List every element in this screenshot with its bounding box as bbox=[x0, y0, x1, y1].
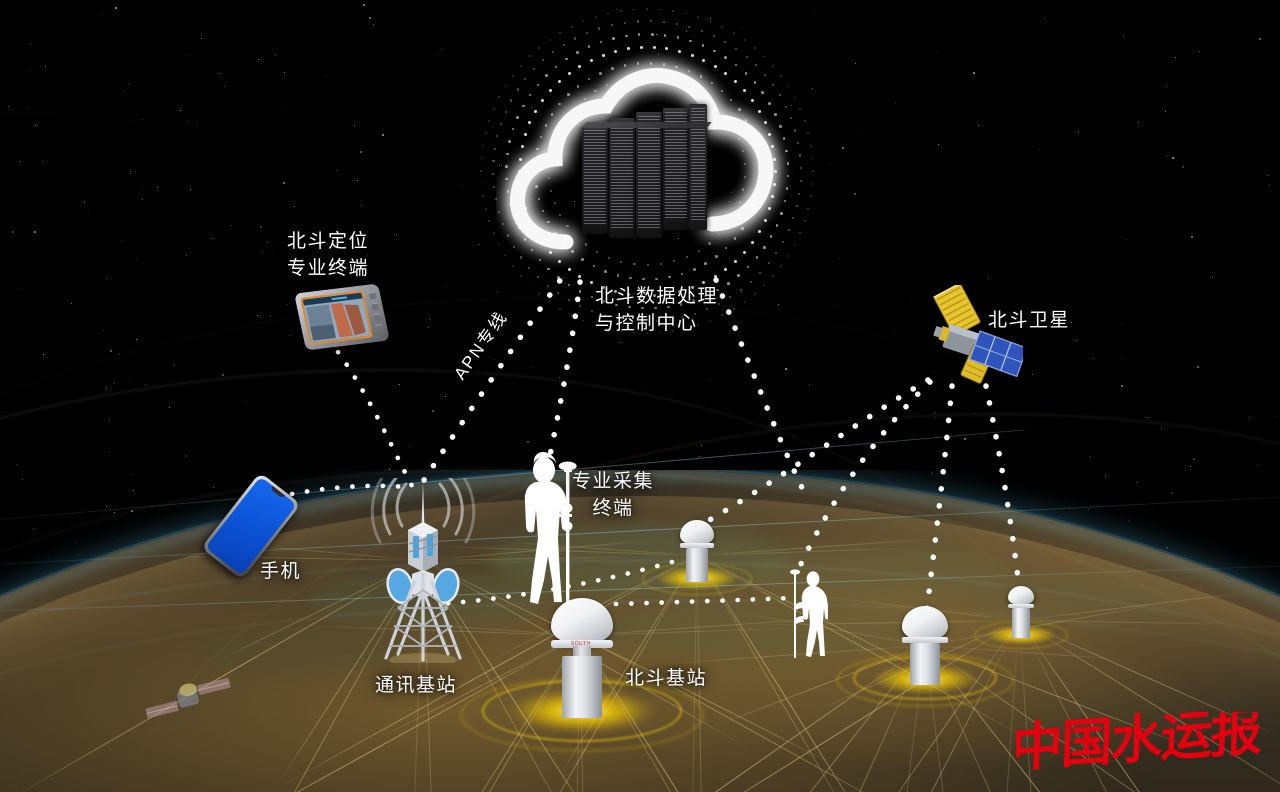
label-collector-line2: 终端 bbox=[572, 495, 654, 522]
satellite-icon bbox=[915, 285, 1023, 395]
gnss-antenna-icon-mid bbox=[893, 606, 957, 684]
orbiting-satellite-icon bbox=[140, 668, 236, 728]
tablet-screen bbox=[303, 293, 371, 343]
label-tablet-line1: 北斗定位 bbox=[287, 228, 369, 255]
gnss-antenna-icon-right bbox=[1001, 586, 1041, 638]
label-satellite: 北斗卫星 bbox=[988, 307, 1070, 334]
cell-tower-icon bbox=[368, 478, 478, 663]
gnss-antenna-icon-left bbox=[672, 520, 722, 582]
label-cloud-line2: 与控制中心 bbox=[595, 310, 718, 337]
gnss-antenna-icon: SOUTH bbox=[540, 598, 624, 718]
label-tablet: 北斗定位 专业终端 bbox=[287, 228, 369, 282]
label-phone: 手机 bbox=[260, 558, 301, 585]
watermark-logo: 中国水运报 bbox=[1016, 712, 1266, 784]
label-cloud-line1: 北斗数据处理 bbox=[595, 283, 718, 310]
label-collector-line1: 专业采集 bbox=[572, 468, 654, 495]
label-comm-station: 通讯基站 bbox=[375, 672, 457, 699]
cloud-icon bbox=[496, 42, 796, 302]
label-collector: 专业采集 终端 bbox=[572, 468, 654, 522]
label-tablet-line2: 专业终端 bbox=[287, 255, 369, 282]
watermark-calligraphy: 中国水运报 bbox=[1016, 712, 1266, 784]
watermark-text: 中国水运报 bbox=[1016, 712, 1263, 779]
field-surveyor-icon bbox=[784, 568, 828, 660]
label-cloud-center: 北斗数据处理 与控制中心 bbox=[595, 283, 718, 337]
server-rack-icon bbox=[582, 104, 707, 234]
rugged-tablet-icon bbox=[294, 283, 390, 350]
label-beidou-station: 北斗基站 bbox=[625, 665, 707, 692]
